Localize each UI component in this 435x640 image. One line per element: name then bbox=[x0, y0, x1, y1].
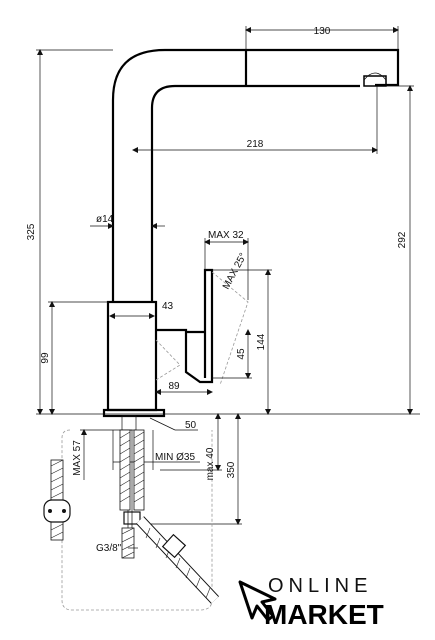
dim-diameter-14: ø14 bbox=[96, 214, 114, 225]
dim-99: 99 bbox=[40, 352, 51, 364]
dim-43: 43 bbox=[162, 301, 174, 312]
hose-center bbox=[119, 429, 145, 559]
dim-350: 350 bbox=[226, 461, 237, 478]
dimension-labels: 130 218 325 292 ø14 MAX 32 MAX 25° 144 4… bbox=[26, 26, 408, 554]
dim-min-35: MIN Ø35 bbox=[155, 452, 195, 463]
under-counter-assembly bbox=[43, 415, 220, 611]
hose-left bbox=[43, 459, 71, 541]
dim-292: 292 bbox=[397, 231, 408, 248]
dim-max-32: MAX 32 bbox=[208, 230, 244, 241]
faucet-outline bbox=[102, 48, 400, 418]
dim-thread: G3/8" bbox=[96, 543, 122, 554]
online-market-logo: ONLINE MARKET bbox=[238, 575, 384, 630]
dim-325: 325 bbox=[26, 223, 37, 240]
dimension-lines bbox=[36, 26, 420, 525]
dim-218: 218 bbox=[247, 139, 264, 150]
dim-89: 89 bbox=[168, 381, 180, 392]
dim-max-40: max 40 bbox=[205, 447, 216, 480]
dim-45: 45 bbox=[236, 348, 247, 360]
dim-130: 130 bbox=[314, 26, 331, 37]
cursor-icon bbox=[238, 580, 277, 622]
hose-diagonal bbox=[135, 516, 220, 604]
dim-max-57: MAX 57 bbox=[72, 440, 83, 476]
logo-text-online: ONLINE bbox=[268, 575, 372, 597]
dim-50: 50 bbox=[185, 420, 197, 431]
dim-144: 144 bbox=[256, 333, 267, 350]
dim-max-25: MAX 25° bbox=[221, 251, 249, 291]
logo-text-market: MARKET bbox=[264, 599, 384, 630]
